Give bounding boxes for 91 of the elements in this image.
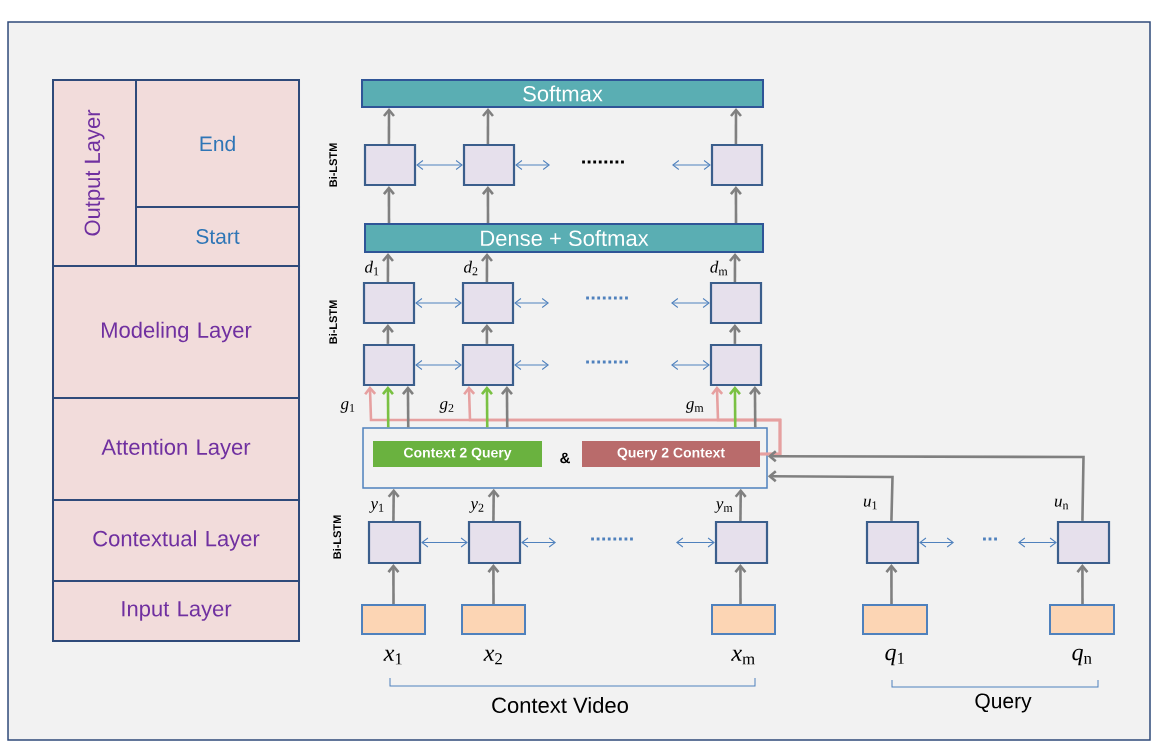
side-label: Bi-LSTM: [328, 143, 338, 187]
lstm-cell: [461, 343, 515, 387]
lstm-cell: [1056, 520, 1111, 565]
query-context-box: Query 2 Context: [582, 441, 760, 467]
lstm-cell: [865, 520, 920, 565]
double-arrow: [671, 360, 710, 370]
double-arrow: [421, 537, 468, 548]
lstm-cell: [710, 143, 764, 187]
layer-bar: Softmax: [361, 79, 764, 108]
edge-label: d$_{m}$: [709, 260, 729, 276]
arrow: [481, 186, 494, 223]
variable-label: x$_{m}$: [731, 649, 755, 665]
lstm-cell: [367, 520, 422, 565]
arrow: [487, 564, 500, 604]
double-arrow: [415, 360, 462, 370]
variable-label: q$_{1}$: [885, 648, 904, 666]
variable-label: x$_{1}$: [383, 649, 402, 665]
input-box: [461, 604, 526, 635]
layer-box: Start: [135, 206, 300, 267]
edge-label: u$_{n}$: [1053, 498, 1070, 510]
input-box: [711, 604, 776, 635]
arrow: [381, 386, 394, 428]
caption-label: Context Video: [492, 696, 628, 714]
arrow: [728, 386, 741, 428]
double-arrow: [521, 537, 556, 548]
arrow: [381, 324, 394, 344]
arrow: [487, 488, 500, 521]
lstm-cell: [362, 281, 416, 325]
double-arrow: [415, 298, 462, 308]
arrow: [728, 324, 741, 344]
arrow: [1076, 564, 1089, 604]
side-label: Bi-LSTM: [332, 515, 342, 559]
arrow: [481, 253, 493, 282]
double-arrow: [514, 360, 549, 370]
side-label: Bi-LSTM: [328, 300, 338, 344]
input-box: [361, 604, 426, 635]
double-arrow: [676, 537, 715, 548]
arrow: [387, 488, 400, 521]
context-query-box: Context 2 Query: [373, 441, 542, 467]
arrow: [482, 108, 494, 144]
edge-label: d$_{1}$: [364, 260, 380, 276]
lstm-cell: [462, 143, 516, 187]
arrow: [885, 564, 898, 604]
lstm-cell: [709, 281, 763, 325]
arrow: [383, 108, 395, 144]
ellipsis: ........: [586, 360, 628, 364]
double-arrow: [515, 160, 550, 170]
lstm-cell: [461, 281, 515, 325]
arrow: [711, 386, 782, 456]
layer-box: Attention Layer: [52, 397, 300, 501]
double-arrow: [1018, 537, 1057, 548]
input-box: [862, 604, 928, 635]
ellipsis: ........: [586, 296, 628, 300]
arrow: [382, 253, 394, 282]
arrow: [480, 324, 493, 344]
lstm-cell: [467, 520, 522, 565]
arrow: [730, 108, 742, 144]
double-arrow: [671, 298, 710, 308]
double-arrow: [514, 298, 549, 308]
ellipsis: ........: [591, 537, 633, 541]
lstm-cell: [362, 343, 416, 387]
caption-label: Query: [975, 693, 1032, 713]
arrow: [729, 186, 742, 223]
edge-label: d$_{2}$: [463, 260, 479, 276]
ellipsis: ...: [983, 537, 997, 541]
arrow: [734, 488, 747, 521]
variable-label: x$_{2}$: [483, 649, 502, 665]
lstm-cell: [714, 520, 769, 565]
arrow: [500, 386, 513, 428]
edge-label: u$_{1}$: [862, 498, 879, 510]
arrow: [401, 386, 414, 428]
ellipsis: ........: [582, 160, 624, 164]
arrow: [382, 186, 395, 223]
layer-bar: Dense + Softmax: [364, 223, 764, 253]
lstm-cell: [709, 343, 763, 387]
double-arrow: [919, 537, 954, 548]
arrow: [748, 386, 761, 428]
arrow: [480, 386, 493, 428]
layer-box: Contextual Layer: [52, 499, 300, 582]
double-arrow: [416, 160, 463, 170]
arrow: [767, 450, 1085, 521]
layer-box: Input Layer: [52, 580, 300, 642]
double-arrow: [672, 160, 711, 170]
variable-label: q$_{n}$: [1072, 648, 1092, 666]
arrow: [729, 253, 741, 282]
layer-box: Output Layer: [52, 79, 137, 267]
lstm-cell: [363, 143, 417, 187]
arrow: [767, 470, 894, 521]
arrow: [734, 564, 747, 604]
input-box: [1049, 604, 1115, 635]
arrow: [387, 564, 400, 604]
